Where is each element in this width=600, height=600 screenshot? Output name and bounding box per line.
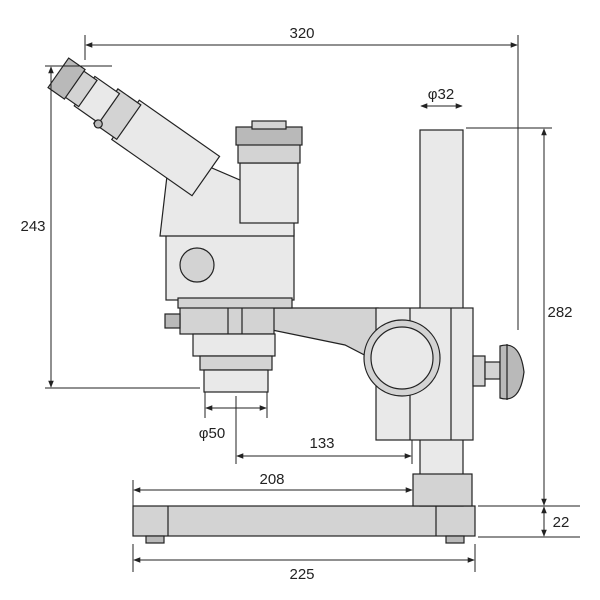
dim-208: 208 [132,471,413,506]
dim-phi32: φ32 [420,86,463,109]
microscope-body [165,229,295,309]
dim-133: 133 [235,396,413,464]
pillar-diameter-label: φ32 [428,86,454,103]
base [132,505,476,544]
trinocular-head [159,120,303,237]
base-width-label: 225 [289,566,314,583]
dim-225: 225 [132,544,476,583]
zoom-knob [179,247,215,283]
overall-width-label: 320 [289,25,314,42]
microscope-illustration [47,57,525,544]
dim-22: 22 [541,506,570,537]
focus-knob [472,344,525,400]
dim-282: 282 [466,127,580,538]
pillar-height-label: 282 [547,304,572,321]
base-to-pillar-label: 208 [259,471,284,488]
dim-320: 320 [84,25,519,330]
objective-lens [164,305,276,393]
dim-243: 243 [20,65,200,389]
working-distance-label: 133 [309,435,334,452]
dimensions: 320 243 φ32 282 22 [20,25,580,583]
eyepiece-tube [47,57,221,197]
clamp-block [363,307,474,441]
lens-diameter-label: φ50 [199,425,225,442]
arm [271,307,379,363]
base-thickness-label: 22 [553,514,570,531]
dim-phi50: φ50 [199,392,268,442]
objective-height-label: 243 [20,218,45,235]
